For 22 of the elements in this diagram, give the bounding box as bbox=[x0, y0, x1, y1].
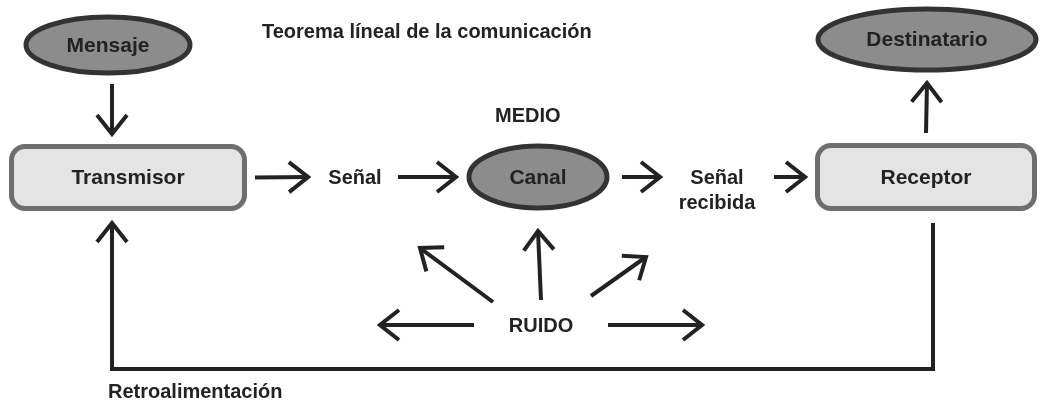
diagram-title: Teorema líneal de la comunicación bbox=[262, 19, 592, 44]
oval-node: Canal bbox=[466, 143, 610, 211]
node-text: Señal bbox=[314, 162, 396, 192]
node-text: Señal recibida bbox=[662, 160, 772, 220]
arrow bbox=[95, 84, 129, 136]
arrow bbox=[608, 308, 704, 342]
arrow bbox=[398, 160, 458, 194]
oval-node: Mensaje bbox=[23, 14, 193, 76]
arrow bbox=[418, 245, 495, 304]
medium-label: MEDIO bbox=[495, 103, 561, 128]
node-text: RUIDO bbox=[494, 310, 588, 340]
arrow bbox=[622, 160, 662, 194]
arrow bbox=[521, 229, 556, 301]
rounded-box: Transmisor bbox=[9, 144, 247, 211]
rounded-box: Receptor bbox=[815, 143, 1037, 211]
arrow bbox=[589, 253, 648, 298]
arrow bbox=[95, 221, 935, 371]
oval-node: Destinatario bbox=[815, 6, 1039, 73]
arrow bbox=[254, 160, 310, 195]
arrow bbox=[909, 81, 944, 134]
arrow bbox=[774, 160, 807, 194]
arrow bbox=[378, 308, 474, 342]
